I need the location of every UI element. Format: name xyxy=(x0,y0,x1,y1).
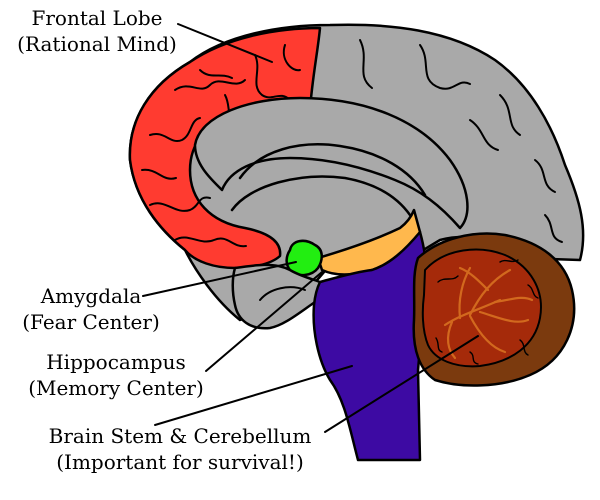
leader-brainstem-b xyxy=(324,335,479,433)
amygdala-name: Amygdala xyxy=(40,284,142,308)
label-brainstem-cerebellum: Brain Stem & Cerebellum (Important for s… xyxy=(30,423,330,475)
amygdala-note: (Fear Center) xyxy=(22,310,160,334)
brainstem-name: Brain Stem & Cerebellum xyxy=(48,424,312,448)
leader-brainstem-a xyxy=(154,365,353,426)
label-frontal-lobe: Frontal Lobe (Rational Mind) xyxy=(2,5,192,57)
leader-frontal xyxy=(177,23,273,63)
temporal-lobe xyxy=(231,263,322,330)
frontal-lobe-note: (Rational Mind) xyxy=(17,32,177,56)
brain-stem xyxy=(312,230,428,462)
hippocampus-note: (Memory Center) xyxy=(28,376,204,400)
leader-amygdala xyxy=(142,261,297,297)
leader-lines xyxy=(142,23,479,433)
corpus-callosum xyxy=(193,96,469,230)
arbor-vitae xyxy=(443,266,534,360)
leader-hippocampus xyxy=(205,271,323,372)
inner-fold-2 xyxy=(230,175,412,217)
label-amygdala: Amygdala (Fear Center) xyxy=(6,283,176,335)
inner-fold xyxy=(238,143,427,197)
hippocampus-name: Hippocampus xyxy=(46,350,186,374)
frontal-lobe-name: Frontal Lobe xyxy=(31,6,163,30)
brainstem-note: (Important for survival!) xyxy=(56,450,304,474)
label-hippocampus: Hippocampus (Memory Center) xyxy=(16,349,216,401)
cortex-gyri xyxy=(359,39,563,243)
cerebellum-folia xyxy=(435,259,539,365)
